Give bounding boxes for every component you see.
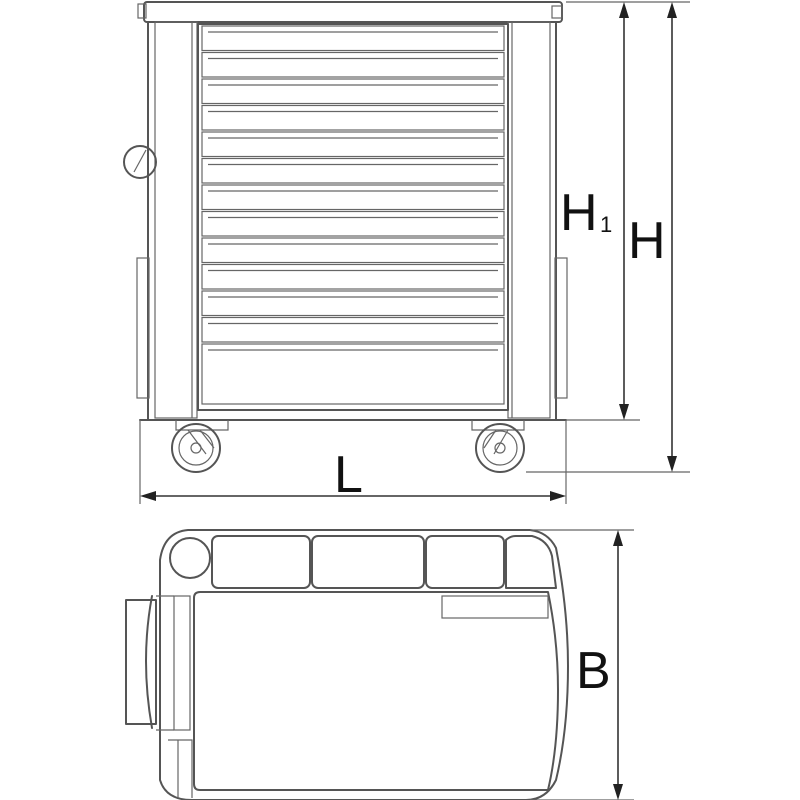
handle-bar-top <box>145 595 153 729</box>
drawer-2 <box>201 51 505 78</box>
drawer-stack <box>201 25 505 405</box>
top-corner-left <box>137 3 147 19</box>
label-slot <box>441 595 549 619</box>
right-side-panel <box>507 21 551 419</box>
top-outline <box>159 529 569 800</box>
right-wheel <box>475 423 525 473</box>
l-label: L <box>334 446 363 504</box>
left-side-panel <box>154 21 198 419</box>
drawer-4 <box>201 104 505 131</box>
h1-subscript: 1 <box>600 212 612 237</box>
right-side-bracket <box>554 257 568 399</box>
drawer-13 <box>201 343 505 405</box>
h1-label: H <box>560 184 598 242</box>
main-work-area <box>193 591 559 791</box>
drawer-11 <box>201 290 505 317</box>
tray-compartment-4 <box>505 535 557 589</box>
tray-compartment-3 <box>425 535 505 589</box>
side-handle-ring <box>123 145 157 179</box>
front-view <box>123 1 568 473</box>
tray-compartment-1 <box>211 535 311 589</box>
dimension-h: H <box>526 1 690 473</box>
left-wheel <box>171 423 221 473</box>
drawer-7 <box>201 184 505 211</box>
right-caster <box>471 420 525 473</box>
left-side-bracket <box>136 257 150 399</box>
top-work-surface <box>143 1 563 23</box>
drawer-5 <box>201 131 505 158</box>
drawer-9 <box>201 237 505 264</box>
left-caster <box>171 420 229 473</box>
b-label: B <box>576 642 611 700</box>
side-handle-top <box>125 599 157 725</box>
dimension-h1: H 1 <box>560 1 640 421</box>
drawer-frame <box>197 23 509 411</box>
drawer-1 <box>201 25 505 52</box>
tray-compartment-2 <box>311 535 425 589</box>
dimension-l: L <box>139 420 567 504</box>
round-cup-holder <box>169 537 211 579</box>
drawer-6 <box>201 157 505 184</box>
top-corner-right <box>551 5 563 19</box>
handle-mount-top <box>173 595 191 731</box>
side-handle-grip <box>133 149 147 173</box>
h-label: H <box>628 212 666 270</box>
drawer-8 <box>201 210 505 237</box>
bottom-corner-notch <box>168 739 193 798</box>
drawer-12 <box>201 316 505 343</box>
dimension-b: B <box>530 529 634 800</box>
drawer-3 <box>201 78 505 105</box>
cabinet-body <box>147 21 557 421</box>
top-view <box>125 529 569 800</box>
drawer-10 <box>201 263 505 290</box>
